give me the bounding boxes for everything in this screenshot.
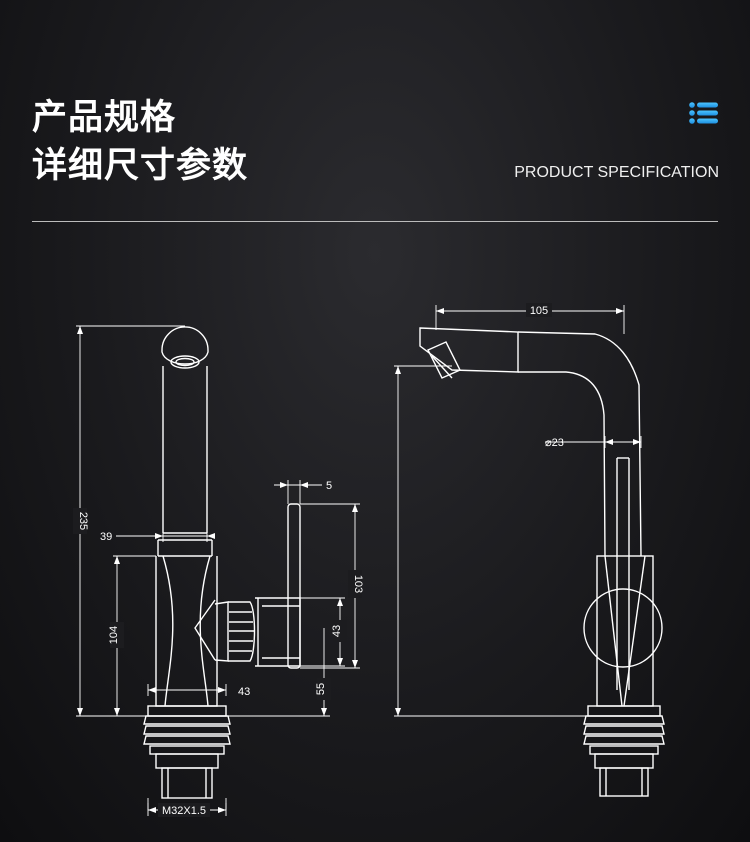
dim-spout-diameter: 39	[100, 531, 112, 543]
dim-handle-height: 103	[352, 575, 364, 593]
header-divider	[32, 221, 718, 222]
side-view-faucet	[419, 327, 665, 797]
page-title: 产品规格	[32, 98, 177, 138]
front-view-faucet	[143, 326, 301, 799]
dim-handle-offset: 55	[315, 683, 327, 695]
dim-knob-width: 43	[331, 625, 343, 637]
dim-base-width: 43	[238, 686, 250, 698]
dim-spout-reach: 105	[530, 305, 548, 317]
page-subtitle: PRODUCT SPECIFICATION	[514, 164, 719, 181]
dim-pipe-diameter: ⌀23	[545, 437, 564, 449]
list-icon[interactable]	[689, 102, 718, 124]
dim-handle-thickness: 5	[326, 480, 332, 492]
dim-total-height: 235	[77, 512, 89, 530]
dim-body-height: 104	[108, 626, 120, 644]
page-title-line2: 详细尺寸参数	[32, 146, 249, 186]
dim-thread-size: M32X1.5	[162, 805, 206, 817]
